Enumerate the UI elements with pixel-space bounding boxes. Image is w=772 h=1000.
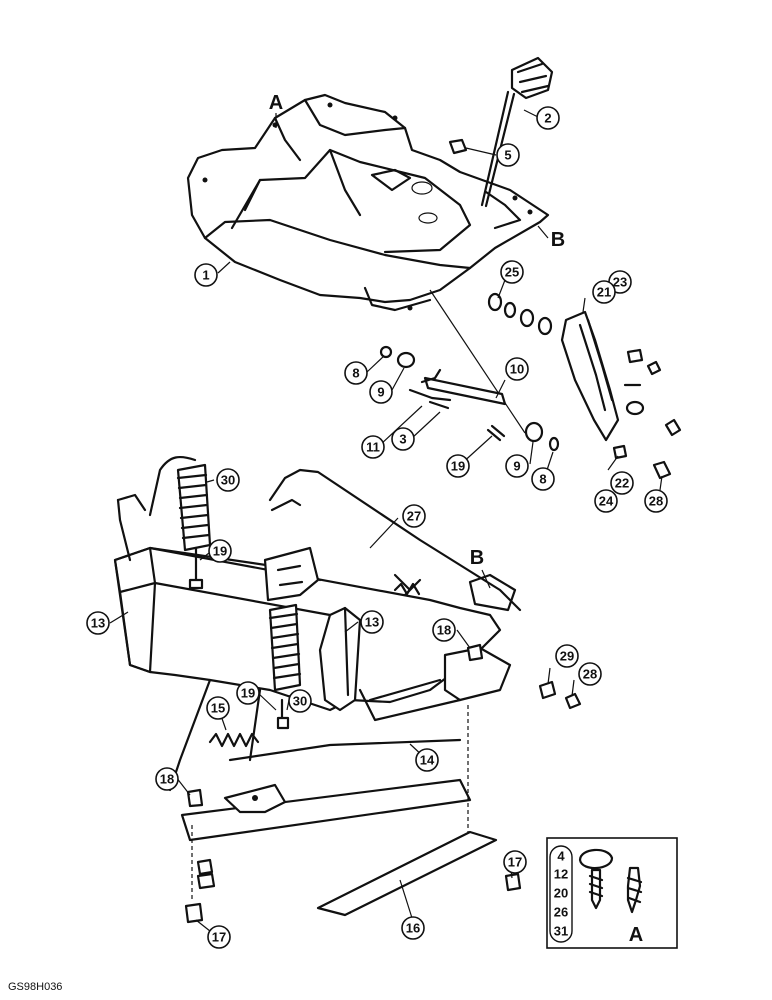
- callout-18-right: 18: [432, 618, 456, 642]
- callout-1: 1: [194, 263, 218, 287]
- callout-8-upper: 8: [344, 361, 368, 385]
- callout-label: 27: [407, 509, 421, 524]
- fasteners-lower: [184, 546, 582, 924]
- ref-letter-a-inset: A: [629, 924, 643, 946]
- callout-label: 19: [451, 459, 465, 474]
- callout-label: 17: [212, 930, 226, 945]
- callout-10: 10: [505, 357, 529, 381]
- callout-label: 11: [366, 440, 380, 455]
- callout-label: 28: [583, 667, 597, 682]
- callout-label: 30: [293, 694, 307, 709]
- callout-label: 21: [597, 285, 611, 300]
- callout-21: 21: [592, 280, 616, 304]
- callout-label: 2: [544, 111, 551, 126]
- callout-label: 22: [615, 476, 629, 491]
- callout-30-lower: 30: [288, 689, 312, 713]
- spring-30-lower: [268, 603, 302, 692]
- callout-9-lower: 9: [505, 454, 529, 478]
- callout-11: 11: [361, 435, 385, 459]
- callout-14: 14: [415, 748, 439, 772]
- callout-label: 9: [377, 385, 384, 400]
- callout-label: 13: [365, 615, 379, 630]
- callout-label: 8: [539, 472, 546, 487]
- callout-label: 3: [399, 432, 406, 447]
- floor-plate: [186, 93, 550, 312]
- inset-item-label: 20: [554, 886, 568, 901]
- callout-9-upper: 9: [369, 380, 393, 404]
- ref-letter-a-top: A: [269, 92, 283, 114]
- callout-label: 25: [505, 265, 519, 280]
- callout-label: 8: [352, 366, 359, 381]
- inset-item-label: 12: [554, 867, 568, 882]
- callout-29: 29: [555, 644, 579, 668]
- nut-5: [448, 138, 468, 155]
- callout-17-right: 17: [503, 850, 527, 874]
- callout-13-left: 13: [86, 611, 110, 635]
- callout-label: 30: [221, 473, 235, 488]
- callout-30-upper: 30: [216, 468, 240, 492]
- callout-label: 14: [420, 753, 435, 768]
- callout-16: 16: [401, 916, 425, 940]
- callout-label: 10: [510, 362, 524, 377]
- control-knob: [480, 56, 554, 208]
- inset-item-label: 31: [554, 924, 568, 939]
- callout-label: 24: [599, 494, 614, 509]
- callout-28-upper: 28: [644, 489, 668, 513]
- leader-lines: [109, 109, 663, 936]
- callout-label: 13: [91, 616, 105, 631]
- callout-19-lower: 19: [236, 681, 260, 705]
- callout-28-lower: 28: [578, 662, 602, 686]
- callout-17-left: 17: [207, 925, 231, 949]
- spring-30-upper: [148, 455, 212, 552]
- inset-item-label: 4: [557, 849, 565, 864]
- callout-label: 19: [241, 686, 255, 701]
- callout-3: 3: [391, 427, 415, 451]
- callout-13-right: 13: [360, 610, 384, 634]
- callout-15: 15: [206, 696, 230, 720]
- callout-22: 22: [610, 471, 634, 495]
- callout-label: 5: [504, 148, 511, 163]
- callout-8-lower: 8: [531, 467, 555, 491]
- spring-15: [208, 732, 260, 748]
- inset-callout-stack: 4 12 20 26 31: [549, 845, 573, 943]
- callout-2: 2: [536, 106, 560, 130]
- callout-label: 1: [202, 268, 209, 283]
- inset-item-label: 26: [554, 905, 568, 920]
- callout-label: 18: [160, 772, 174, 787]
- callout-19-mid: 19: [208, 539, 232, 563]
- pivot-hardware: [379, 289, 682, 480]
- callout-label: 17: [508, 855, 522, 870]
- figure-id: GS98H036: [8, 981, 62, 993]
- callout-label: 15: [211, 701, 225, 716]
- callout-label: 23: [613, 275, 627, 290]
- callout-label: 18: [437, 623, 451, 638]
- callout-19-upper: 19: [446, 454, 470, 478]
- callout-label: 28: [649, 494, 663, 509]
- ref-letter-b-top: B: [551, 229, 565, 251]
- callout-label: 19: [213, 544, 227, 559]
- callout-24: 24: [594, 489, 618, 513]
- callout-18-left: 18: [155, 767, 179, 791]
- ref-letter-b-mid: B: [470, 547, 484, 569]
- seat-frame: [113, 468, 522, 842]
- callout-25: 25: [500, 260, 524, 284]
- slide-rail-16: [316, 830, 498, 917]
- callout-label: 29: [560, 649, 574, 664]
- spring-27: [393, 582, 421, 596]
- callout-5: 5: [496, 143, 520, 167]
- callout-label: 9: [513, 459, 520, 474]
- callout-label: 16: [406, 921, 420, 936]
- callout-27: 27: [402, 504, 426, 528]
